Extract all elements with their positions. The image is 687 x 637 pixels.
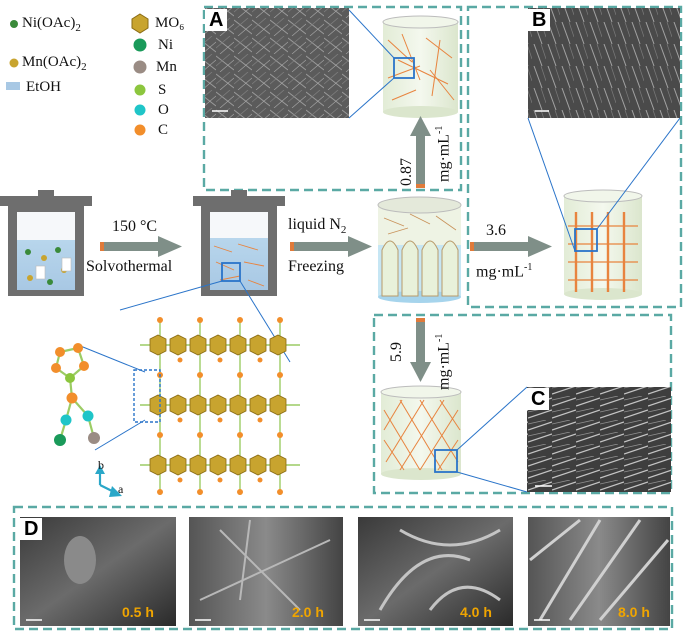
sem-d-2 bbox=[189, 517, 343, 626]
axis-label-a: a bbox=[118, 482, 124, 496]
label-solvothermal: Solvothermal bbox=[86, 258, 173, 275]
sem-d-3-sheets bbox=[378, 528, 501, 611]
label-temperature: 150 °C bbox=[112, 218, 158, 235]
legend-etoh: EtOH bbox=[26, 79, 61, 95]
sem-d-1 bbox=[20, 517, 176, 626]
label-freezing: Freezing bbox=[288, 258, 344, 275]
sem-image-b bbox=[528, 8, 680, 118]
panel-b-frame bbox=[466, 5, 683, 309]
panel-label-b: B bbox=[528, 9, 551, 31]
c-atom-dot bbox=[134, 124, 146, 136]
panel-a-frame bbox=[202, 5, 463, 192]
sem-d-4 bbox=[528, 517, 670, 626]
legend-ni-acetate: Ni(OAc)2 bbox=[22, 15, 81, 34]
autoclave-zoom-box bbox=[221, 262, 241, 282]
arrow-to-c bbox=[410, 318, 431, 382]
cylinder-b-zoom-box bbox=[574, 228, 598, 252]
arrow-to-a bbox=[410, 116, 431, 188]
molecule-fragment bbox=[51, 343, 100, 446]
autoclave-product bbox=[193, 190, 285, 296]
legend-mn-acetate: Mn(OAc)2 bbox=[22, 54, 87, 73]
arrow-freezing bbox=[290, 236, 372, 257]
panel-label-d: D bbox=[20, 518, 43, 540]
sem-d-4-fibers bbox=[529, 518, 670, 621]
cylinder-c-zoom-box bbox=[434, 449, 458, 473]
label-liquid-n2: liquid N2 bbox=[288, 216, 347, 237]
panel-label-a: A bbox=[205, 9, 228, 31]
panel-d-frame bbox=[12, 505, 674, 631]
etoh-swatch bbox=[6, 82, 20, 90]
sem-image-a bbox=[205, 8, 349, 118]
o-atom-dot bbox=[134, 104, 146, 116]
aerogel-cylinder-b bbox=[563, 189, 643, 300]
mo6-icon bbox=[131, 13, 149, 34]
time-label-1: 0.5 h bbox=[122, 604, 154, 620]
ni-atom-dot bbox=[133, 38, 147, 52]
panel-label-c: C bbox=[527, 388, 550, 410]
autoclave-precursor bbox=[0, 190, 92, 296]
legend-mn: Mn bbox=[156, 59, 177, 75]
time-label-3: 4.0 h bbox=[460, 604, 492, 620]
time-label-2: 2.0 h bbox=[292, 604, 324, 620]
legend-c: C bbox=[158, 122, 169, 138]
sem-d-1-particle bbox=[64, 536, 96, 584]
axis-indicator bbox=[95, 465, 122, 497]
axis-label-b: b bbox=[98, 458, 104, 472]
arrow-solvothermal bbox=[100, 236, 182, 257]
label-conc-b-unit: mg·mL-1 bbox=[476, 262, 533, 281]
frozen-cylinder bbox=[377, 196, 462, 303]
crystal-lattice bbox=[133, 317, 300, 495]
label-conc-a-unit: mg·mL-1 bbox=[434, 125, 453, 182]
label-conc-b-value: 3.6 bbox=[486, 222, 506, 239]
zoom-connectors bbox=[77, 9, 681, 493]
aerogel-cylinder-a bbox=[382, 15, 459, 118]
mn-acetate-dot bbox=[9, 58, 19, 68]
legend-s: S bbox=[158, 82, 167, 98]
sem-d-2-fibers bbox=[199, 519, 331, 611]
label-conc-c-unit: mg·mL-1 bbox=[434, 333, 453, 390]
legend-ni: Ni bbox=[158, 37, 173, 53]
lattice-unit-highlight bbox=[133, 369, 161, 423]
mn-atom-dot bbox=[133, 60, 147, 74]
label-conc-c-value: 5.9 bbox=[388, 342, 405, 362]
arrow-to-b bbox=[470, 236, 552, 257]
legend-mo6: MO₆ bbox=[155, 15, 185, 31]
ni-acetate-dot bbox=[10, 20, 18, 28]
time-label-4: 8.0 h bbox=[618, 604, 650, 620]
sem-image-c bbox=[527, 387, 671, 492]
aerogel-cylinder-c bbox=[380, 385, 462, 480]
legend-o: O bbox=[158, 102, 169, 118]
label-conc-a-value: 0.87 bbox=[398, 158, 415, 186]
cylinder-a-zoom-box bbox=[393, 57, 415, 79]
s-atom-dot bbox=[134, 84, 146, 96]
